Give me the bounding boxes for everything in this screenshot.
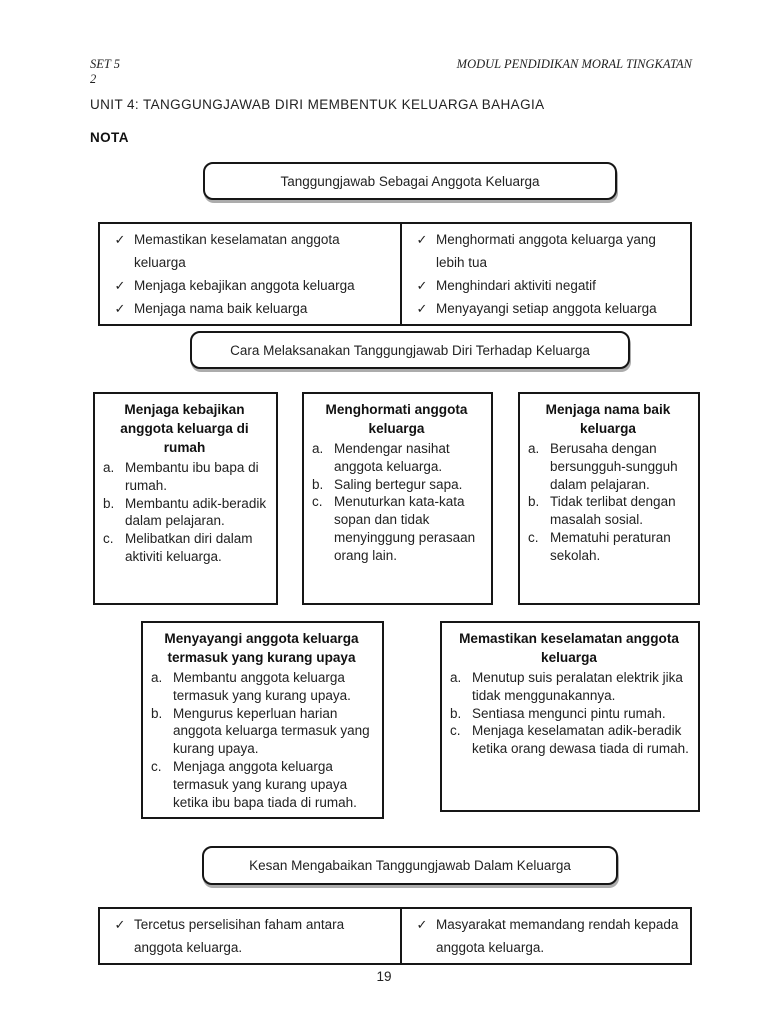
table-cell-text: Menjaga nama baik keluarga	[134, 301, 308, 316]
check-icon: ✓	[416, 301, 428, 316]
method-box-title: Menyayangi anggota keluarga termasuk yan…	[164, 631, 359, 665]
list-item-text: Menuturkan kata-kata sopan dan tidak men…	[334, 494, 476, 563]
list-marker: b.	[312, 476, 324, 492]
list-item: a. Membantu anggota keluarga termasuk ya…	[148, 669, 375, 705]
method-box-kebajikan: Menjaga kebajikan anggota keluarga di ru…	[93, 392, 278, 605]
list-item: a. Membantu ibu bapa di rumah.	[100, 459, 269, 495]
list-marker: c.	[103, 531, 114, 547]
check-icon: ✓	[114, 301, 126, 316]
table-cell-text: Menghindari aktiviti negatif	[436, 278, 596, 293]
effects-table-left-cell: ✓ Tercetus perselisihan faham antara ang…	[100, 909, 400, 963]
list-marker: c.	[528, 529, 539, 545]
method-box-title: Menjaga nama baik keluarga	[545, 402, 671, 436]
table-row: ✓ Menyayangi setiap anggota keluarga	[408, 297, 682, 320]
list-item-text: Sentiasa mengunci pintu rumah.	[472, 705, 666, 721]
table-cell-text: Masyarakat memandang rendah kepada anggo…	[436, 917, 679, 955]
list-item: a. Menutup suis peralatan elektrik jika …	[447, 669, 691, 705]
header-left: SET 5 2	[90, 57, 120, 87]
list-marker: a.	[312, 441, 324, 456]
list-item: b. Membantu adik-beradik dalam pelajaran…	[100, 495, 269, 531]
list-item-text: Tidak terlibat dengan masalah sosial.	[550, 494, 676, 528]
table-row: ✓ Menghormati anggota keluarga yang lebi…	[408, 228, 682, 274]
table-cell-text: Memastikan keselamatan anggota keluarga	[134, 232, 340, 270]
table-cell-text: Menghormati anggota keluarga yang lebih …	[436, 232, 656, 270]
check-icon: ✓	[416, 232, 428, 247]
list-item-text: Mengurus keperluan harian anggota keluar…	[173, 705, 370, 757]
table-row: ✓ Menghindari aktiviti negatif	[408, 274, 682, 297]
list-item: c. Menjaga keselamatan adik-beradik keti…	[447, 722, 691, 758]
check-icon: ✓	[114, 232, 126, 247]
list-item-text: Menjaga keselamatan adik-beradik ketika …	[472, 723, 689, 757]
section-label-nota: NOTA	[90, 130, 129, 145]
list-item: c. Melibatkan diri dalam aktiviti keluar…	[100, 530, 269, 566]
banner-responsibilities: Tanggungjawab Sebagai Anggota Keluarga	[203, 162, 617, 200]
list-marker: b.	[151, 705, 163, 721]
responsibilities-table: ✓ Memastikan keselamatan anggota keluarg…	[98, 222, 692, 326]
list-item-text: Saling bertegur sapa.	[334, 476, 463, 492]
check-icon: ✓	[114, 917, 126, 932]
list-item: b. Saling bertegur sapa.	[309, 476, 484, 494]
check-icon: ✓	[416, 917, 428, 932]
list-marker: c.	[151, 758, 162, 774]
responsibilities-table-left-cell: ✓ Memastikan keselamatan anggota keluarg…	[100, 224, 400, 324]
effects-table-right-cell: ✓ Masyarakat memandang rendah kepada ang…	[400, 909, 690, 963]
list-item: b. Sentiasa mengunci pintu rumah.	[447, 705, 691, 723]
list-marker: a.	[450, 670, 462, 685]
list-item-text: Mematuhi peraturan sekolah.	[550, 529, 671, 563]
list-item-text: Melibatkan diri dalam aktiviti keluarga.	[125, 531, 253, 564]
unit-title: UNIT 4: TANGGUNGJAWAB DIRI MEMBENTUK KEL…	[90, 97, 545, 112]
list-item-text: Mendengar nasihat anggota keluarga.	[334, 441, 450, 474]
method-box-title: Memastikan keselamatan anggota keluarga	[459, 631, 679, 665]
header-set-label: SET 5	[90, 57, 120, 71]
table-cell-text: Menjaga kebajikan anggota keluarga	[134, 278, 355, 293]
list-item-text: Membantu anggota keluarga termasuk yang …	[173, 670, 351, 703]
method-box-nama-baik: Menjaga nama baik keluarga a. Berusaha d…	[518, 392, 700, 605]
list-item: c. Menjaga anggota keluarga termasuk yan…	[148, 758, 375, 811]
page-number: 19	[376, 969, 392, 984]
list-marker: c.	[450, 723, 461, 739]
list-item: a. Berusaha dengan bersungguh-sungguh da…	[525, 440, 691, 493]
list-item-text: Membantu adik-beradik dalam pelajaran.	[125, 495, 267, 529]
check-icon: ✓	[416, 278, 428, 293]
method-box-title: Menghormati anggota keluarga	[325, 402, 468, 436]
list-item: c. Mematuhi peraturan sekolah.	[525, 529, 691, 565]
list-marker: b.	[103, 495, 115, 511]
table-row: ✓ Menjaga kebajikan anggota keluarga	[106, 274, 392, 297]
list-item-text: Membantu ibu bapa di rumah.	[125, 460, 259, 493]
method-box-keselamatan: Memastikan keselamatan anggota keluarga …	[440, 621, 700, 812]
banner-effects: Kesan Mengabaikan Tanggungjawab Dalam Ke…	[202, 846, 618, 885]
table-row: ✓ Memastikan keselamatan anggota keluarg…	[106, 228, 392, 274]
list-item-text: Berusaha dengan bersungguh-sungguh dalam…	[550, 441, 678, 492]
list-item-text: Menjaga anggota keluarga termasuk yang k…	[173, 758, 357, 810]
list-item: c. Menuturkan kata-kata sopan dan tidak …	[309, 493, 484, 564]
banner-methods: Cara Melaksanakan Tanggungjawab Diri Ter…	[190, 331, 630, 369]
table-cell-text: Tercetus perselisihan faham antara anggo…	[134, 917, 345, 955]
list-marker: a.	[103, 460, 115, 475]
method-box-title: Menjaga kebajikan anggota keluarga di ru…	[120, 402, 249, 455]
responsibilities-table-right-cell: ✓ Menghormati anggota keluarga yang lebi…	[400, 224, 690, 324]
method-box-menyayangi: Menyayangi anggota keluarga termasuk yan…	[141, 621, 384, 820]
list-marker: b.	[528, 494, 540, 510]
list-item: a. Mendengar nasihat anggota keluarga.	[309, 440, 484, 476]
table-cell-text: Menyayangi setiap anggota keluarga	[436, 301, 657, 316]
table-row: ✓ Masyarakat memandang rendah kepada ang…	[408, 913, 682, 959]
effects-table: ✓ Tercetus perselisihan faham antara ang…	[98, 907, 692, 965]
table-row: ✓ Tercetus perselisihan faham antara ang…	[106, 913, 392, 959]
list-marker: b.	[450, 705, 462, 721]
header-set-number: 2	[90, 72, 97, 86]
list-item-text: Menutup suis peralatan elektrik jika tid…	[472, 670, 683, 703]
method-box-menghormati: Menghormati anggota keluarga a. Mendenga…	[302, 392, 493, 605]
list-marker: a.	[528, 441, 540, 456]
check-icon: ✓	[114, 278, 126, 293]
list-item: b. Tidak terlibat dengan masalah sosial.	[525, 493, 691, 529]
header-right: MODUL PENDIDIKAN MORAL TINGKATAN	[456, 57, 692, 71]
list-item: b. Mengurus keperluan harian anggota kel…	[148, 705, 375, 758]
table-row: ✓ Menjaga nama baik keluarga	[106, 297, 392, 320]
list-marker: c.	[312, 494, 323, 510]
list-marker: a.	[151, 670, 163, 685]
